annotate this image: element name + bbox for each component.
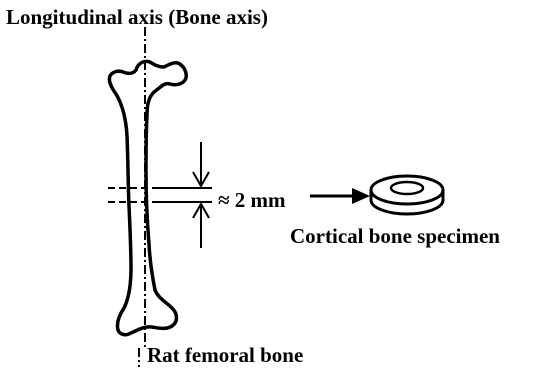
axis-label: Longitudinal axis (Bone axis) [6, 5, 268, 29]
thickness-label: ≈ 2 mm [218, 188, 286, 212]
specimen-arrowhead-icon [352, 188, 370, 204]
femur-outline [109, 61, 186, 334]
specimen-label: Cortical bone specimen [290, 224, 500, 248]
cortical-specimen-ring [371, 176, 443, 214]
femoral-bone-label: Rat femoral bone [147, 343, 303, 367]
